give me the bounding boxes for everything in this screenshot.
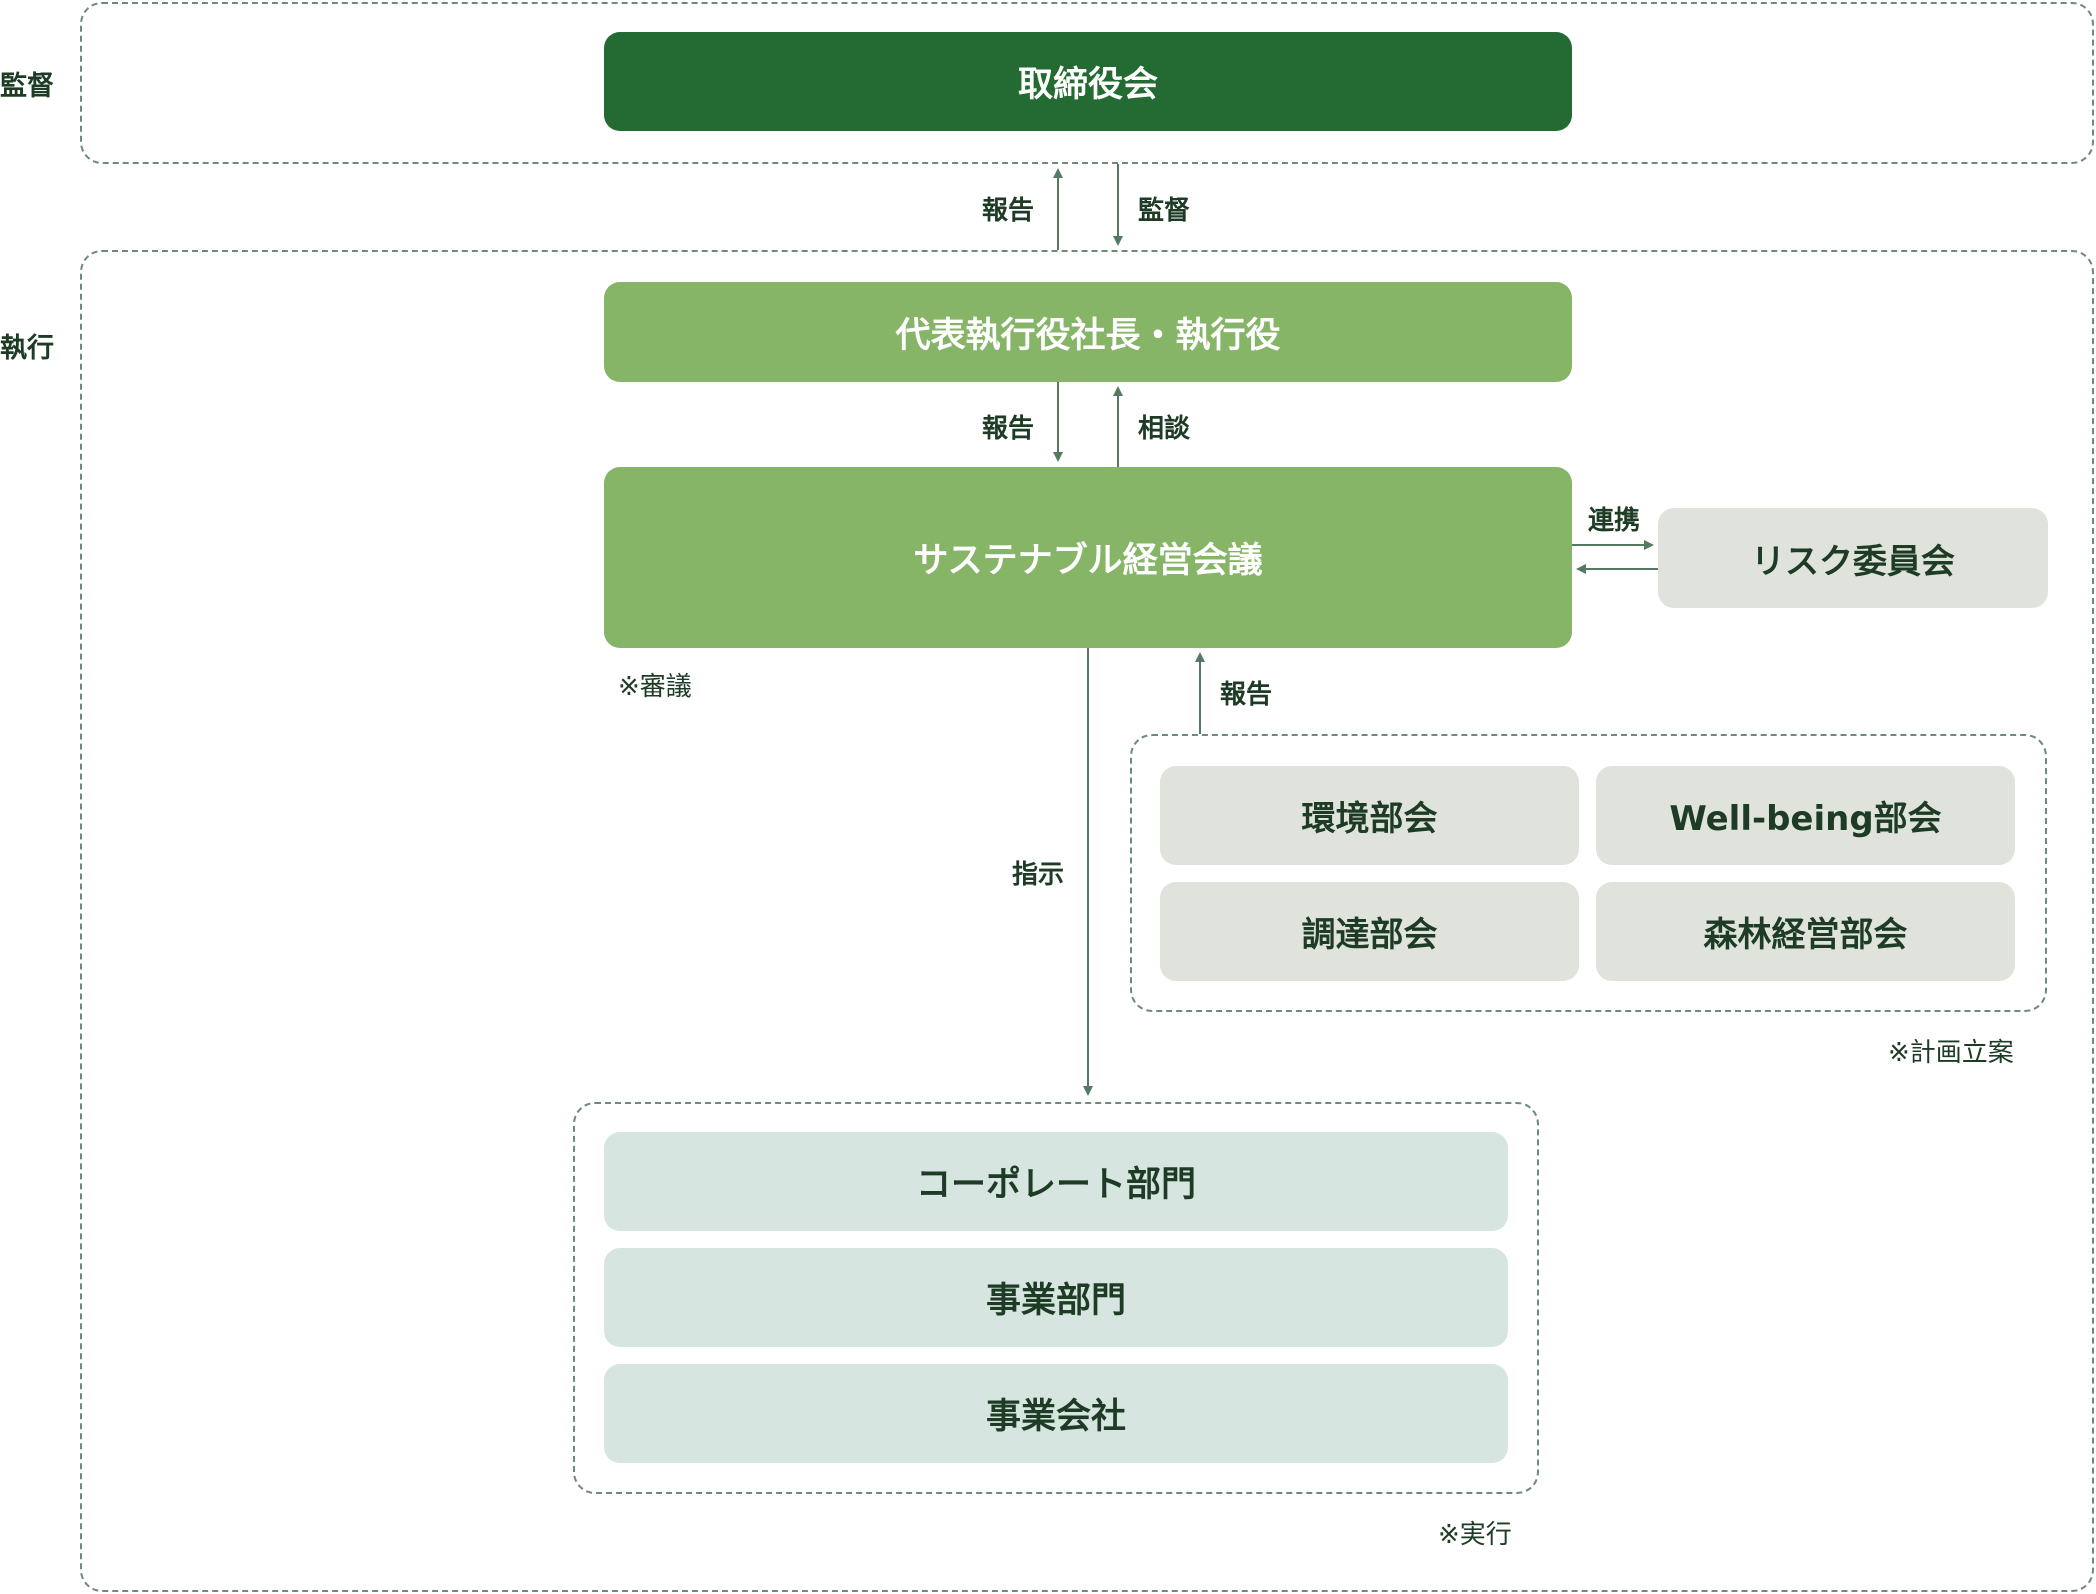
risk-link-label: 連携 [1588,506,1641,536]
planning-note: ※計画立案 [1888,1038,2014,1068]
corporate-division-box: コーポレート部門 [604,1132,1508,1231]
supervision-zone [80,2,2094,164]
env-subcommittee-box: 環境部会 [1160,766,1579,865]
deliberation-note: ※審議 [618,672,692,702]
sustainability-council-box: サステナブル経営会議 [604,467,1572,648]
procurement-subcommittee-box: 調達部会 [1160,882,1579,981]
risk-committee-box: リスク委員会 [1658,508,2048,608]
execution-zone [80,250,2094,1592]
board-supervise-label: 監督 [1138,196,1191,226]
board-box: 取締役会 [604,32,1572,131]
instruct-label: 指示 [1012,860,1065,890]
subcommittee-group [1130,734,2047,1012]
president-report-label: 報告 [982,414,1035,444]
supervision-label: 監督 [0,71,54,102]
execution-label: 執行 [0,333,54,364]
wellbeing-subcommittee-box: Well-being部会 [1596,766,2015,865]
sub-report-label: 報告 [1220,680,1273,710]
president-consult-label: 相談 [1138,414,1191,444]
group-companies-box: 事業会社 [604,1364,1508,1463]
execution-note: ※実行 [1438,1520,1512,1550]
business-division-box: 事業部門 [604,1248,1508,1347]
execution-group [573,1102,1539,1494]
board-report-label: 報告 [982,196,1035,226]
president-box: 代表執行役社長・執行役 [604,282,1572,382]
forest-subcommittee-box: 森林経営部会 [1596,882,2015,981]
